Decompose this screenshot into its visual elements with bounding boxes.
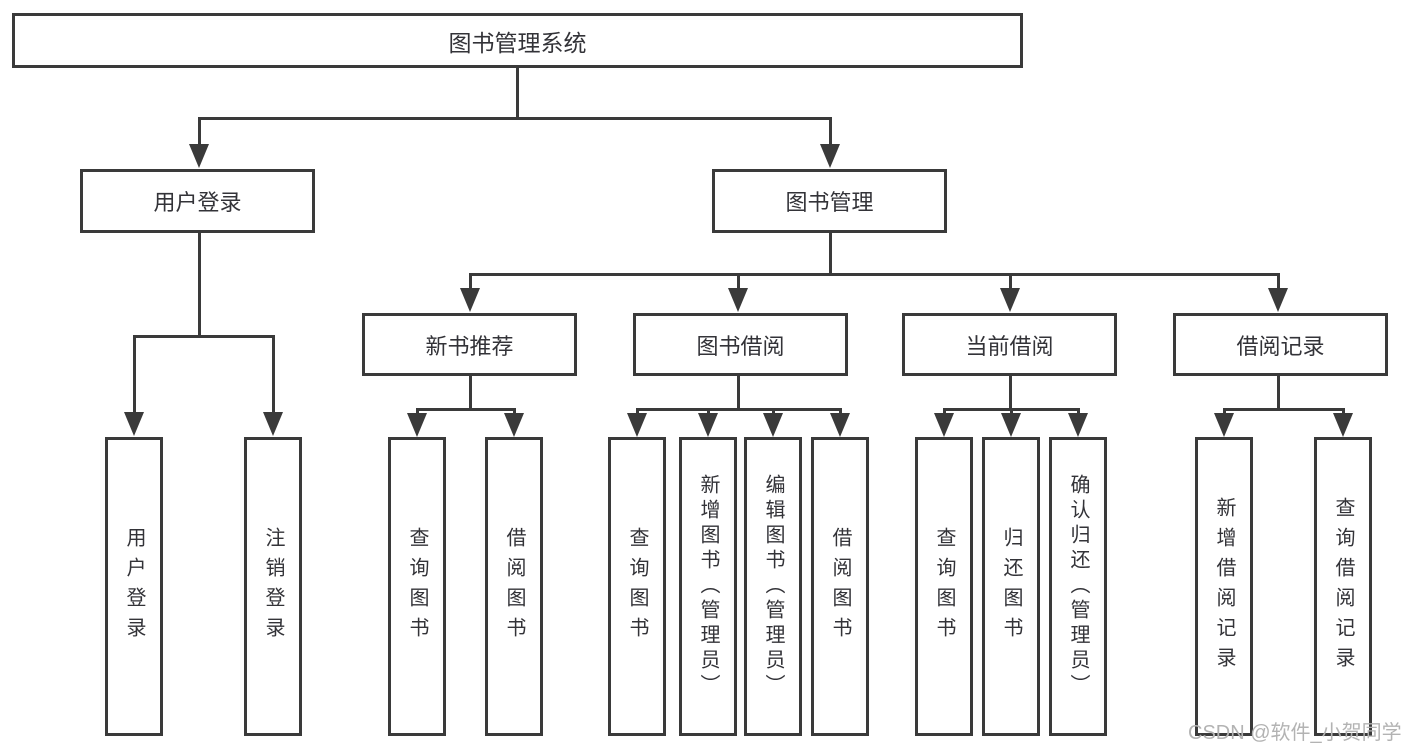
leaf-query-borrow-record: 查询借阅记录 — [1314, 437, 1372, 736]
arrow-down-icon — [504, 413, 524, 437]
connector-user-login-split — [133, 335, 275, 338]
arrow-down-icon — [1214, 413, 1234, 437]
watermark-text: CSDN @软件_小贺同学 — [1188, 722, 1402, 744]
leaf-logout: 注销登录 — [244, 437, 302, 736]
leaf-query-books-3: 查询图书 — [915, 437, 973, 736]
arrow-down-icon — [263, 412, 283, 436]
arrow-down-icon — [1068, 413, 1088, 437]
connector-borrow-record-stem — [1277, 376, 1280, 411]
arrow-down-icon — [820, 144, 840, 168]
leaf-query-books-1: 查询图书 — [388, 437, 446, 736]
node-borrow-records: 借阅记录 — [1173, 313, 1388, 376]
connector-drop-book-mgmt — [829, 118, 832, 146]
arrow-down-icon — [728, 288, 748, 312]
arrow-down-icon — [830, 413, 850, 437]
arrow-down-icon — [189, 144, 209, 168]
connector-drop-leaf-logout — [272, 335, 275, 413]
leaf-query-books-2: 查询图书 — [608, 437, 666, 736]
leaf-add-borrow-record: 新增借阅记录 — [1195, 437, 1253, 736]
connector-drop-new-book-rec — [469, 273, 472, 291]
connector-level3-branch — [469, 273, 1280, 276]
node-library-management-system: 图书管理系统 — [12, 13, 1023, 68]
connector-current-borrow-stem — [1009, 376, 1012, 411]
node-book-borrow: 图书借阅 — [633, 313, 848, 376]
connector-drop-user-login — [198, 118, 201, 146]
connector-drop-current-borrow — [1009, 273, 1012, 291]
connector-borrow-record-split — [1223, 408, 1345, 411]
connector-book-borrow-stem — [737, 376, 740, 411]
arrow-down-icon — [1333, 413, 1353, 437]
node-new-book-recommend: 新书推荐 — [362, 313, 577, 376]
arrow-down-icon — [407, 413, 427, 437]
leaf-borrow-books-2: 借阅图书 — [811, 437, 869, 736]
arrow-down-icon — [124, 412, 144, 436]
connector-level2-branch — [198, 117, 832, 120]
arrow-down-icon — [1268, 288, 1288, 312]
connector-drop-book-borrow — [737, 273, 740, 291]
connector-user-login-stem — [198, 233, 201, 338]
leaf-borrow-books-1: 借阅图书 — [485, 437, 543, 736]
connector-drop-borrow-record — [1277, 273, 1280, 291]
node-book-management: 图书管理 — [712, 169, 947, 233]
arrow-down-icon — [460, 288, 480, 312]
connector-drop-leaf-user-login — [133, 335, 136, 413]
node-current-borrow: 当前借阅 — [902, 313, 1117, 376]
arrow-down-icon — [698, 413, 718, 437]
leaf-confirm-return-admin: 确认归还（管理员） — [1049, 437, 1107, 736]
arrow-down-icon — [1000, 288, 1020, 312]
connector-root-stem — [516, 68, 519, 120]
connector-book-borrow-split — [636, 408, 842, 411]
node-user-login: 用户登录 — [80, 169, 315, 233]
connector-book-mgmt-stem — [829, 233, 832, 276]
leaf-user-login: 用户登录 — [105, 437, 163, 736]
leaf-return-book: 归还图书 — [982, 437, 1040, 736]
arrow-down-icon — [1001, 413, 1021, 437]
arrow-down-icon — [763, 413, 783, 437]
leaf-add-book-admin: 新增图书（管理员） — [679, 437, 737, 736]
arrow-down-icon — [627, 413, 647, 437]
connector-new-book-rec-stem — [469, 376, 472, 411]
leaf-edit-book-admin: 编辑图书（管理员） — [744, 437, 802, 736]
arrow-down-icon — [934, 413, 954, 437]
connector-new-book-rec-split — [416, 408, 516, 411]
